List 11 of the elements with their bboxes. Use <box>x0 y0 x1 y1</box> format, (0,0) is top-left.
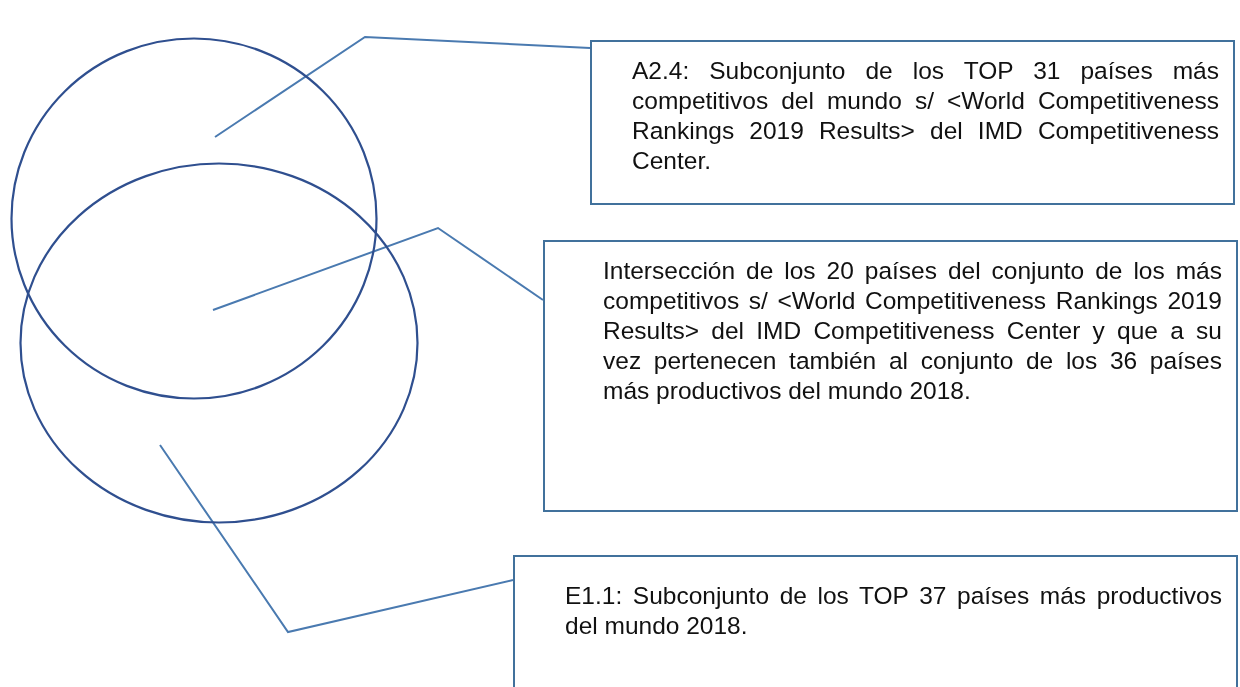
set-circle <box>10 37 378 400</box>
set-circle <box>19 162 419 524</box>
description-text: Intersección de los 20 países del conjunto de los más competitivos s/ <World Competitiveness Rankings 2019 Results> del IMD Competitiveness Center y que a su vez pertenecen también al conjunto de los 36 países más productivos del mundo 2018. <box>603 256 1222 406</box>
leader-line <box>214 36 591 138</box>
callout-box <box>543 240 1238 512</box>
leader-line <box>159 444 514 634</box>
callout-box <box>513 555 1238 687</box>
description-text: E1.1: Subconjunto de los TOP 37 países más productivos del mundo 2018. <box>565 581 1222 641</box>
description-text: A2.4: Subconjunto de los TOP 31 países más competitivos del mundo s/ <World Competitiveness Rankings 2019 Results> del IMD Competitiveness Center. <box>632 56 1219 176</box>
callout-box <box>590 40 1235 205</box>
leader-line <box>212 226 544 311</box>
